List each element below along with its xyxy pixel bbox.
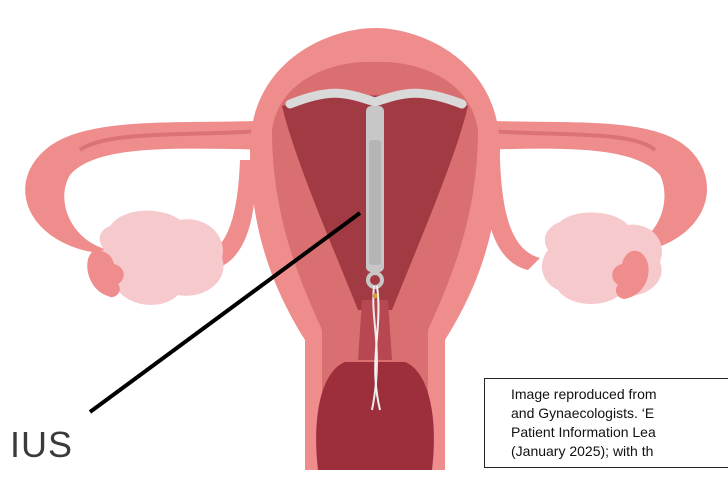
ius-stem-highlight xyxy=(369,140,381,265)
ius-thread-knot xyxy=(373,294,378,299)
ius-label: IUS xyxy=(10,424,73,466)
caption-line-4: (January 2025); with th xyxy=(511,442,728,461)
attribution-caption: Image reproduced from and Gynaecologists… xyxy=(484,378,728,468)
caption-line-3: Patient Information Lea xyxy=(511,423,728,442)
caption-line-2: and Gynaecologists. ‘E xyxy=(511,404,728,423)
caption-line-1: Image reproduced from xyxy=(511,385,728,404)
